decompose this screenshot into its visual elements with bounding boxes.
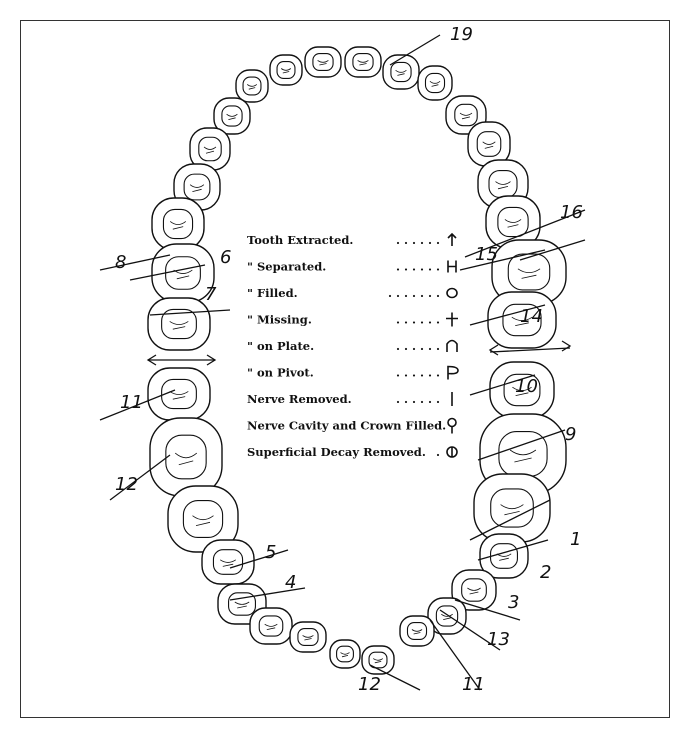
- handwritten-number: 10: [515, 376, 538, 397]
- tooth: [418, 66, 452, 100]
- handwritten-number: 13: [487, 629, 510, 650]
- legend-dots: . . . . . .: [396, 366, 440, 380]
- legend-group: Tooth Extracted. . . . . . . " Separated..…: [247, 233, 458, 459]
- tooth: [148, 298, 210, 350]
- tooth: [305, 47, 341, 77]
- legend-label: Nerve Removed.: [247, 392, 352, 406]
- legend-dots: . . . . . .: [396, 339, 440, 353]
- handwritten-number: 11: [462, 674, 485, 695]
- decay-symbol-icon: [447, 447, 457, 457]
- tooth: [150, 418, 222, 496]
- tooth: [383, 55, 419, 89]
- handwritten-number: 2: [540, 562, 551, 583]
- handwritten-number: 9: [565, 424, 576, 445]
- legend-dots: . . . . . . .: [388, 286, 440, 300]
- tooth: [270, 55, 302, 85]
- tooth: [236, 70, 268, 102]
- handwritten-number: 4: [285, 572, 296, 593]
- handwritten-number: 7: [205, 284, 217, 305]
- filled-symbol-icon: [447, 289, 457, 298]
- handwritten-number: 12: [115, 474, 138, 495]
- legend-label: " on Pivot.: [247, 366, 314, 380]
- tooth: [345, 47, 381, 77]
- legend-label: Tooth Extracted.: [247, 233, 353, 247]
- handwritten-number: 3: [508, 592, 519, 613]
- tooth: [148, 368, 210, 420]
- handwritten-number: 14: [520, 306, 543, 327]
- legend-label: Superficial Decay Removed.: [247, 445, 426, 459]
- handwritten-number: 11: [120, 392, 143, 413]
- tooth: [202, 540, 254, 584]
- tooth: [400, 616, 434, 646]
- legend-dots: . . . . . .: [396, 313, 440, 327]
- handwritten-number: 5: [265, 542, 276, 563]
- legend-label: " on Plate.: [247, 339, 314, 353]
- handwritten-number: 8: [115, 252, 126, 273]
- legend-dots: . . . . . .: [396, 260, 440, 274]
- legend-label: " Separated.: [247, 260, 326, 274]
- tooth: [290, 622, 326, 652]
- tooth: [250, 608, 292, 644]
- pivot-symbol-icon: [448, 367, 458, 380]
- handwritten-number: 12: [358, 674, 381, 695]
- crown-symbol-icon: [448, 419, 456, 434]
- handwritten-number: 19: [450, 24, 473, 45]
- handwritten-number: 6: [220, 247, 231, 268]
- handwritten-number: 1: [570, 529, 581, 550]
- tooth: [152, 198, 204, 250]
- extracted-symbol-icon: [448, 234, 456, 246]
- legend-dots: .: [436, 445, 440, 459]
- legend-label: " Filled.: [247, 286, 298, 300]
- missing-symbol-icon: [446, 313, 458, 327]
- plate-symbol-icon: [447, 341, 457, 353]
- legend-label: " Missing.: [247, 313, 312, 327]
- separated-symbol-icon: [448, 261, 456, 273]
- legend-label: Nerve Cavity and Crown Filled.: [247, 419, 446, 433]
- tooth: [330, 640, 360, 668]
- legend-dots: . . . . . .: [396, 392, 440, 406]
- handwritten-number: 16: [560, 202, 583, 223]
- legend-dots: . . . . . .: [396, 233, 440, 247]
- tooth: [362, 646, 394, 674]
- handwritten-number: 15: [475, 244, 498, 265]
